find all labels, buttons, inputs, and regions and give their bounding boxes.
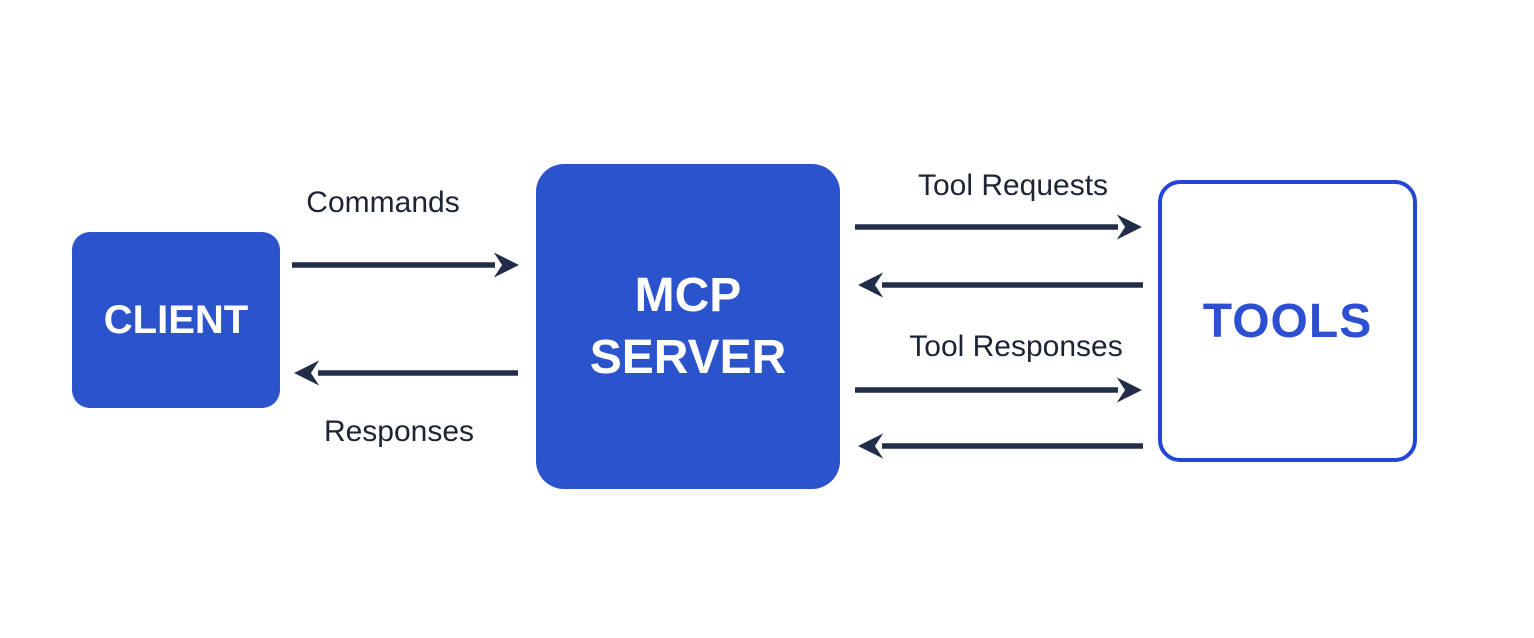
tools-node-label: TOOLS <box>1202 294 1373 348</box>
client-node-label: CLIENT <box>103 297 249 342</box>
mcp-server-label-line1: MCP <box>634 268 742 322</box>
mcp-server-node: MCP SERVER <box>536 164 840 489</box>
tools-node: TOOLS <box>1158 180 1417 462</box>
commands-label: Commands <box>306 186 460 219</box>
mcp-server-node-label: MCP SERVER <box>590 265 787 389</box>
mcp-server-label-line2: SERVER <box>589 330 787 384</box>
responses-label: Responses <box>323 415 475 448</box>
tool-requests-label: Tool Requests <box>917 169 1109 202</box>
client-node: CLIENT <box>72 232 280 408</box>
tool-responses-label: Tool Responses <box>909 330 1123 363</box>
